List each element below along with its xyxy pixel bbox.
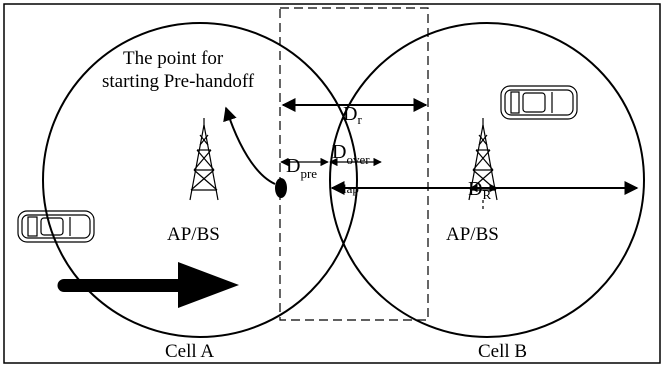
cell-a-label: Cell A — [165, 341, 214, 362]
d-r-main: D — [343, 103, 357, 125]
d-overlap-subscript: over — [346, 152, 370, 167]
tower-icon-left — [189, 118, 219, 201]
car-icon-left — [17, 210, 95, 243]
annotation-line-1: The point for — [123, 48, 224, 69]
car-icon-right — [500, 85, 578, 120]
d-pre-label: Dpre — [286, 155, 317, 181]
ap-bs-label-left: AP/BS — [167, 224, 220, 245]
d-overlap-continuation: lap — [343, 181, 359, 196]
d-r-subscript: r — [357, 112, 362, 127]
d-pre-subscript: pre — [300, 166, 317, 181]
d-R-subscript: R — [482, 187, 491, 202]
d-r-label: Dr — [343, 103, 362, 127]
d-overlap-label: Dover — [332, 141, 370, 167]
ap-bs-label-right: AP/BS — [446, 224, 499, 245]
cell-b-label: Cell B — [478, 341, 527, 362]
annotation-pointer-arrow — [223, 106, 276, 185]
d-pre-main: D — [286, 155, 300, 177]
d-R-label: DR — [468, 178, 491, 202]
pre-handoff-point-marker — [275, 178, 287, 198]
movement-arrow — [57, 262, 240, 308]
cell-b-circle — [329, 22, 645, 338]
d-overlap-main: D — [332, 141, 346, 163]
annotation-line-2: starting Pre-handoff — [102, 71, 255, 92]
outer-frame — [3, 3, 661, 364]
d-R-main: D — [468, 178, 482, 200]
cell-a-circle — [42, 22, 358, 338]
dashed-region — [279, 7, 429, 321]
